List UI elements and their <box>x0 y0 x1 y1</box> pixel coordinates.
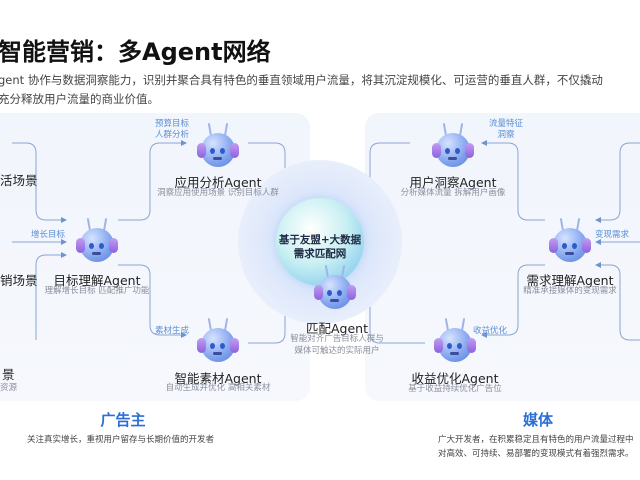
advertiser-desc: 关注真实增长，重视用户留存与长期价值的开发者 <box>27 435 215 445</box>
agent-user-insight-name: 用户洞察Agent <box>409 175 497 190</box>
agent-app-analysis-name: 应用分析Agent <box>174 175 262 190</box>
robot-icon <box>196 317 240 368</box>
media-title: 媒体 <box>522 411 554 429</box>
agent-match-name: 匹配Agent <box>306 321 368 336</box>
edge-label-growth: 增长目标 <box>30 230 66 240</box>
scene-label-1: 活场景 <box>0 173 38 188</box>
agent-goal-name: 目标理解Agent <box>53 273 141 288</box>
edge-label-budget: 预算目标人群分析 <box>155 119 189 141</box>
agent-app-analysis-desc: 洞察应用使用场景 识别目标人群 <box>157 188 279 198</box>
edge-label-traffic: 流量特征洞察 <box>489 119 523 141</box>
media-desc-line2: 对高效、可持续、易部署的变现模式有着强烈需求。 <box>438 449 634 459</box>
scene-label-3-desc: 资源 <box>0 383 18 393</box>
edge-label-traffic-line2: 洞察 <box>497 130 515 140</box>
media-desc-line1: 广大开发者，在积累稳定且有特色的用户流量过程中 <box>438 435 634 445</box>
page-title: 智能营销：多Agent网络 <box>0 38 271 66</box>
center-label-line1: 基于友盟+大数据 <box>278 234 362 246</box>
center-label: 基于友盟+大数据 需求匹配网 <box>279 233 361 261</box>
robot-icon <box>548 217 592 268</box>
agent-material-name: 智能素材Agent <box>174 371 262 386</box>
edge-label-budget-line1: 预算目标 <box>154 119 190 129</box>
scene-label-3: 景 <box>2 367 15 382</box>
edge-label-budget-line2: 人群分析 <box>154 130 190 140</box>
robot-icon <box>313 264 357 315</box>
agent-demand-name: 需求理解Agent <box>526 273 614 288</box>
subtitle-line2: 充分释放用户流量的商业价值。 <box>0 92 159 106</box>
edge-label-material: 素材生成 <box>154 326 190 336</box>
agent-goal-desc: 理解增长目标 匹配推广功能 <box>44 286 150 296</box>
robot-icon <box>431 122 475 173</box>
center-sphere <box>276 198 364 286</box>
agent-user-insight-desc: 分析媒体流量 拆解用户画像 <box>400 188 506 198</box>
robot-icon <box>433 317 477 368</box>
scene-label-2: 销场景 <box>0 273 38 288</box>
edge-label-traffic-line1: 流量特征 <box>488 119 524 129</box>
edge-label-monetize: 变现需求 <box>594 230 630 240</box>
agent-material-desc: 自动生成并优化 高相关素材 <box>165 383 271 393</box>
robot-icon <box>196 122 240 173</box>
media-panel <box>365 113 640 401</box>
agent-revenue-desc: 基于收益持续优化广告位 <box>408 384 502 394</box>
agent-revenue-name: 收益优化Agent <box>411 371 499 386</box>
robot-icon <box>75 217 119 268</box>
agent-match-desc2: 媒体可触达的实际用户 <box>294 346 380 356</box>
edge-label-revenue: 收益优化 <box>472 326 508 336</box>
subtitle-line1: gent 协作与数据洞察能力，识别并聚合具有特色的垂直领域用户流量，将其沉淀规模… <box>0 73 603 87</box>
agent-demand-desc: 精准承接媒体的变现需求 <box>523 286 617 296</box>
advertiser-title: 广告主 <box>100 411 146 429</box>
center-label-line2: 需求匹配网 <box>293 248 347 260</box>
agent-match-desc1: 智能对齐广告目标人群与 <box>290 334 384 344</box>
